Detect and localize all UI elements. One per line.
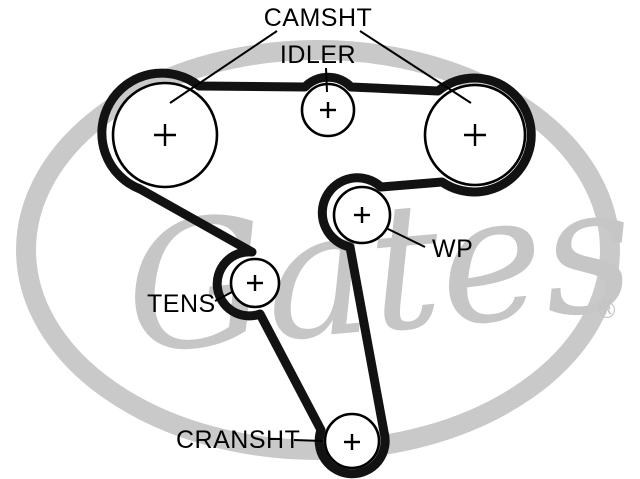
tensioner-label: TENS [147, 290, 216, 318]
registered-trademark-icon: ® [596, 299, 618, 324]
timing-belt [97, 68, 536, 479]
camshaft-leader-left [169, 30, 278, 104]
camshaft-right-cross-icon [464, 124, 486, 146]
crankshaft-label: CRANSHT [176, 426, 300, 454]
camshaft-leader-right [359, 30, 472, 104]
tensioner-leader [214, 291, 233, 302]
idler-label: IDLER [280, 41, 356, 69]
water-pump-leader [385, 227, 426, 248]
camshaft-label: CAMSHT [264, 4, 373, 32]
camshaft-left-cross-icon [154, 124, 176, 146]
water-pump-label: WP [432, 235, 473, 263]
pulley-center-crosses [154, 102, 486, 450]
idler-leader [325, 67, 328, 93]
water-pump-cross-icon [354, 207, 370, 223]
crankshaft-leader [293, 439, 324, 442]
component-labels: CAMSHT IDLER WP TENS CRANSHT [147, 4, 473, 454]
crankshaft-cross-icon [344, 434, 360, 450]
idler-cross-icon [320, 102, 336, 118]
tensioner-cross-icon [247, 275, 263, 291]
label-leader-lines [169, 30, 472, 442]
